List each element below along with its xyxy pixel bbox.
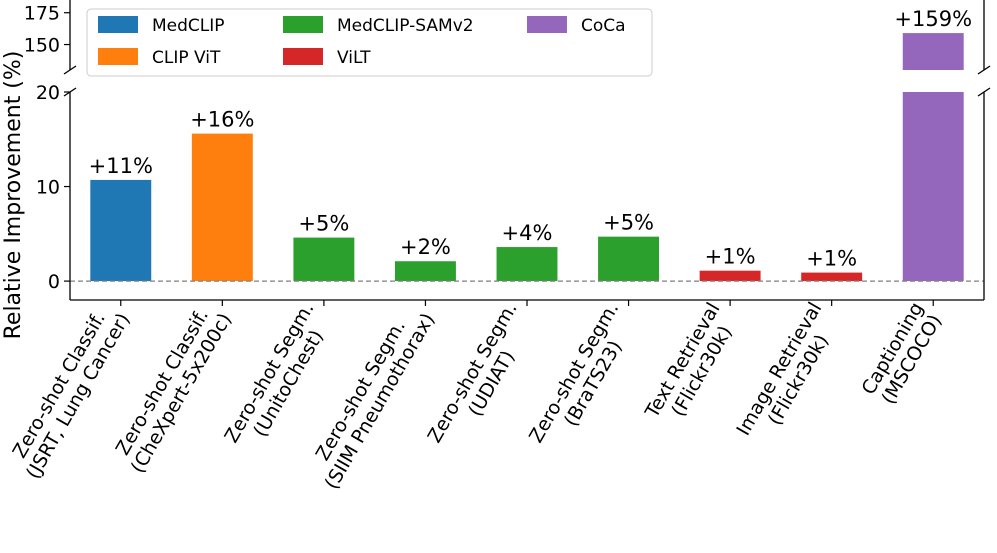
legend-swatch-1: [98, 48, 138, 65]
data-label-2: +5%: [298, 212, 349, 236]
legend-swatch-0: [98, 16, 138, 33]
x-category-label-6: Text Retrieval(Flickr30k): [641, 299, 744, 434]
bar-5: [598, 236, 660, 282]
bar-8-upper: [902, 33, 964, 70]
legend-label-3: ViLT: [337, 48, 371, 68]
bar-8-lower: [902, 92, 964, 282]
legend-swatch-3: [283, 48, 323, 65]
bar-0: [90, 179, 152, 282]
legend-swatch-4: [527, 16, 567, 33]
legend-label-2: MedCLIP-SAMv2: [337, 16, 474, 36]
y-tick-label-low-0: 0: [48, 271, 60, 293]
x-category-label-4: Zero-shot Segm.(UDIAT): [424, 299, 541, 458]
legend-box: [86, 8, 653, 77]
data-label-0: +11%: [89, 154, 153, 178]
x-category-label-5: Zero-shot Segm.(BraTS23): [525, 299, 642, 458]
data-label-3: +2%: [400, 235, 451, 259]
x-category-label-8: Captioning(MSCOCO): [858, 299, 947, 410]
bar-4: [496, 247, 558, 282]
y-tick-label-low-2: 20: [36, 82, 60, 104]
bar-1: [191, 133, 253, 282]
y-tick-label-up-0: 150: [24, 35, 60, 57]
data-label-1: +16%: [190, 108, 254, 132]
y-tick-label-up-1: 175: [24, 3, 60, 25]
data-label-7: +1%: [806, 247, 857, 271]
labels-layer: +11% +16% +5% +2% +4% +5% +1% +1% +159%: [89, 7, 972, 270]
legend-swatch-2: [283, 16, 323, 33]
bar-7: [801, 272, 863, 282]
data-label-4: +4%: [502, 221, 553, 245]
axis-break-mark-3: [977, 87, 991, 97]
legend-label-1: CLIP ViT: [152, 48, 221, 68]
data-label-8: +159%: [894, 7, 972, 31]
legend-label-0: MedCLIP: [152, 16, 225, 36]
data-label-5: +5%: [603, 211, 654, 235]
y-axis-title: Relative Improvement (%): [1, 51, 26, 340]
bar-3: [394, 261, 456, 282]
y-tick-label-low-1: 10: [36, 177, 60, 199]
data-label-6: +1%: [705, 245, 756, 269]
bars-layer: [90, 33, 964, 282]
x-category-label-3: Zero-shot Segm.(SIIM Pneumothorax): [301, 299, 439, 494]
bar-6: [699, 270, 761, 282]
axis-break-mark-1: [977, 65, 991, 75]
x-category-label-7: Image Retrieval(Flickr30k): [732, 299, 845, 451]
axis-break-mark-0: [63, 65, 77, 75]
bar-2: [293, 237, 355, 282]
legend-label-4: CoCa: [581, 16, 626, 36]
x-category-label-2: Zero-shot Segm.(UnitoChest): [220, 299, 337, 458]
